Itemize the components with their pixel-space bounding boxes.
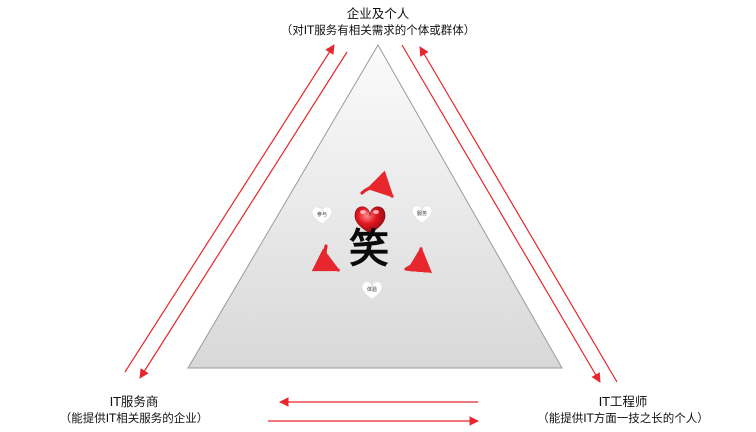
small-heart-right: 服务 [411,205,433,224]
cycle-arrow-right-icon [404,246,432,273]
central-triangle [187,44,563,369]
node-right-subtitle: （能提供IT方面一技之长的个人） [537,411,709,425]
node-left: IT服务商 （能提供IT相关服务的企业） [24,393,244,427]
arrow-right-to-top [419,46,618,383]
cycle-arrow-left-icon [311,244,341,272]
cycle-arrow-top-icon [360,170,394,198]
small-heart-left: 参与 [311,206,333,225]
node-right-title: IT工程师 [598,394,648,409]
arrow-left-to-top [124,44,335,373]
node-left-subtitle: （能提供IT相关服务的企业） [59,411,209,425]
center-glyph: 笑 [349,225,389,272]
node-top-subtitle: （对IT服务有相关需求的个体或群体） [280,23,476,37]
small-heart-right-label: 服务 [417,210,427,217]
arrow-top-to-left [139,51,348,379]
small-heart-bottom: 体验 [361,281,383,300]
node-left-title: IT服务商 [109,394,159,409]
node-right: IT工程师 （能提供IT方面一技之长的个人） [498,393,748,427]
arrow-top-to-right [401,44,601,383]
small-heart-bottom-label: 体验 [367,286,377,293]
center-emblem: 参与 服务 体验 笑 [311,170,433,300]
node-top: 企业及个人 （对IT服务有相关需求的个体或群体） [228,5,528,39]
small-heart-left-label: 参与 [317,211,327,218]
node-top-title: 企业及个人 [346,6,410,21]
